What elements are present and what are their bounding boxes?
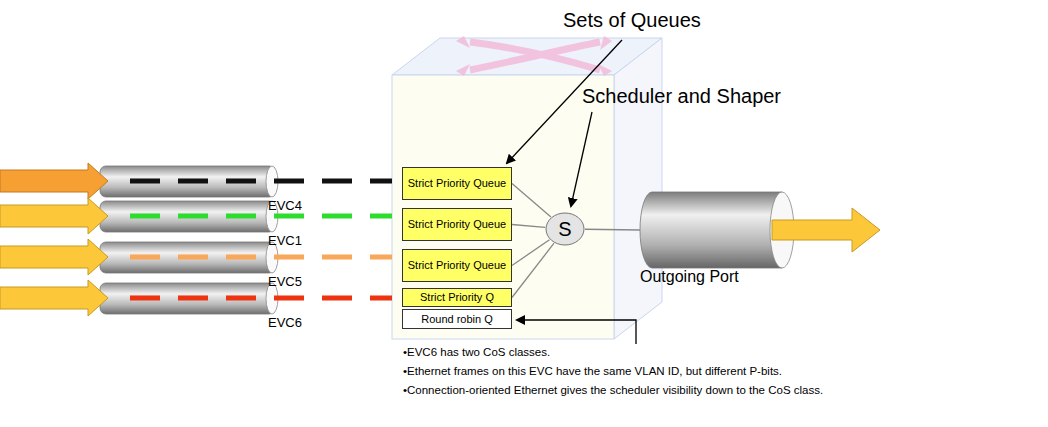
port-cylinder — [640, 192, 880, 268]
evc-pipes — [0, 163, 392, 316]
node-text: Strict Priority Queue — [408, 177, 506, 189]
queue-connector — [512, 243, 554, 297]
evc-label: EVC4 — [268, 198, 302, 214]
node-text: Round robin Q — [421, 313, 493, 325]
callout-label: Sets of Queues — [563, 8, 701, 32]
queue-box: Round robin Q — [402, 309, 512, 329]
note-text: •Connection-oriented Ethernet gives the … — [403, 384, 823, 398]
scheduler-circle: S — [545, 212, 585, 246]
queue-box: Strict Priority Q — [402, 288, 512, 307]
evc-label: EVC5 — [268, 274, 302, 290]
queue-connector — [585, 229, 640, 231]
evc-label: EVC6 — [268, 315, 302, 331]
note-text: •Ethernet frames on this EVC have the sa… — [403, 365, 782, 379]
node-text: Strict Priority Q — [420, 291, 494, 303]
queue-connector — [512, 240, 549, 266]
queue-box: Strict Priority Queue — [402, 208, 512, 241]
queue-box: Strict Priority Queue — [402, 249, 512, 282]
queue-connector — [512, 225, 545, 228]
queue-box: Strict Priority Queue — [402, 167, 512, 200]
node-text: Strict Priority Queue — [408, 218, 506, 230]
port-node: Outgoing Port — [640, 192, 790, 292]
queue-connector — [512, 184, 551, 217]
evc-label: EVC1 — [268, 233, 302, 249]
note-text: •EVC6 has two CoS classes. — [403, 346, 550, 360]
port-label: Outgoing Port — [640, 268, 739, 286]
callout-label: Scheduler and Shaper — [582, 84, 781, 108]
node-text: S — [558, 218, 571, 240]
switch-cube — [392, 36, 662, 339]
node-text: Strict Priority Queue — [408, 259, 506, 271]
